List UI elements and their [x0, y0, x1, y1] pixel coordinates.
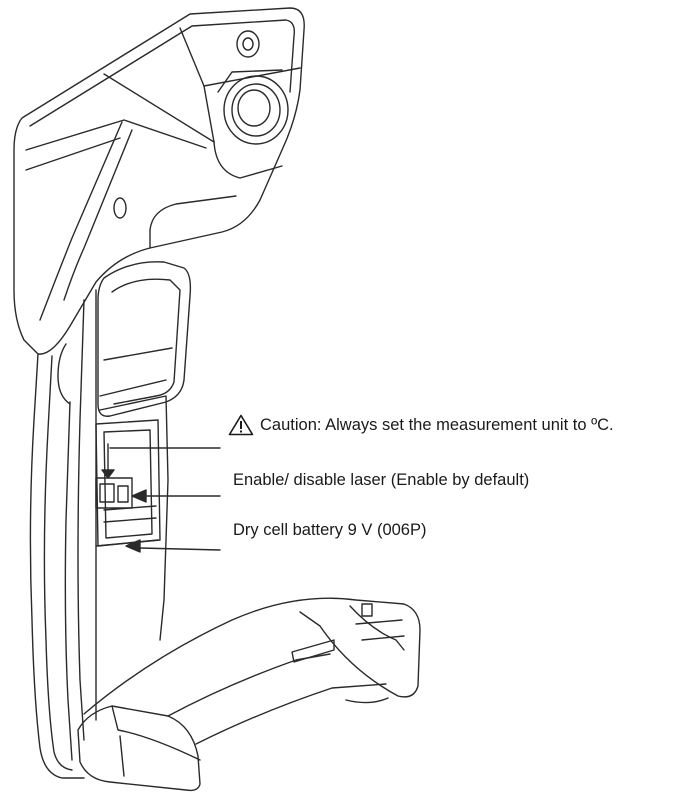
- callout-leaders: [109, 447, 221, 551]
- laser-switch-label: Enable/ disable laser (Enable by default…: [233, 471, 530, 489]
- battery-label: Dry cell battery 9 V (006P): [233, 521, 427, 539]
- battery-cover: [77, 597, 421, 792]
- warning-triangle-icon: [228, 414, 254, 436]
- caution-callout: Caution: Always set the measurement unit…: [228, 414, 614, 436]
- caution-text: Caution: Always set the measurement unit…: [260, 416, 614, 434]
- device-head: [13, 7, 305, 355]
- battery-compartment: [95, 419, 161, 553]
- device-trigger: [97, 261, 192, 417]
